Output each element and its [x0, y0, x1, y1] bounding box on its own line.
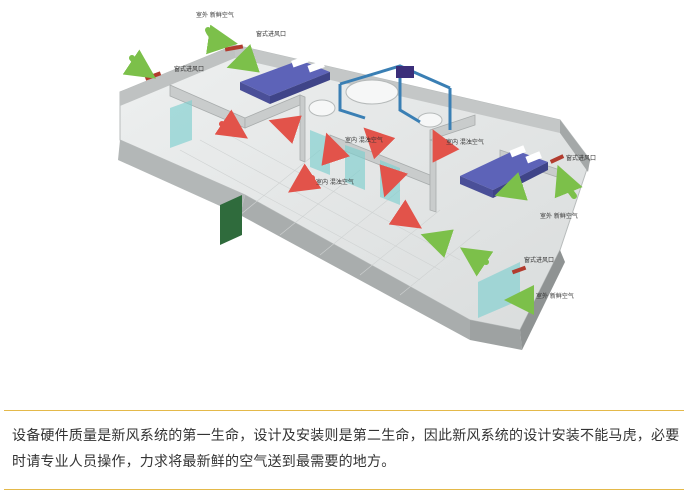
stale-arrow-8	[388, 199, 422, 229]
label-outdoor-top: 室外 新鲜空气	[196, 11, 234, 19]
stale-arrow-3	[321, 132, 350, 166]
label-indoor-lower: 室内 混浊空气	[316, 178, 354, 186]
floor-tiles	[179, 129, 481, 296]
bed-left	[240, 55, 330, 104]
fresh-arrow-left	[122, 49, 156, 79]
label-inlet-bottom: 窗式进风口	[524, 256, 554, 264]
fresh-arrow-entry	[460, 247, 494, 277]
fresh-arrow-top	[205, 24, 238, 55]
fresh-arrow-right	[554, 164, 583, 199]
label-indoor-center-1: 室内 混浊空气	[345, 136, 383, 144]
stale-arrow-2	[268, 115, 302, 144]
label-inlet-right: 窗式进风口	[566, 154, 596, 162]
stale-arrow-4	[363, 127, 396, 160]
fresh-arrow-living	[420, 229, 454, 258]
fresh-arrow-bottom	[504, 285, 535, 316]
diagram-labels: 室外 新鲜空气 窗式进风口 窗式进风口 室内 混浊空气 室内 混浊空气 室内 混…	[174, 11, 596, 300]
label-outdoor-bottom: 室外 新鲜空气	[536, 292, 574, 300]
caption-box: 设备硬件质量是新风系统的第一生命，设计及安装则是第二生命，因此新风系统的设计安装…	[4, 410, 684, 490]
fresh-arrow-bedroom-left	[226, 44, 260, 73]
fresh-air-arrows	[122, 24, 583, 316]
fan-unit	[396, 66, 414, 78]
stale-arrow-5	[432, 129, 460, 163]
label-outdoor-right: 室外 新鲜空气	[540, 212, 578, 220]
label-inlet-left: 窗式进风口	[174, 65, 204, 73]
fresh-arrow-bedroom-right	[494, 172, 528, 201]
label-indoor-center-2: 室内 混浊空气	[446, 138, 484, 146]
entry-door	[220, 195, 242, 245]
stale-air-arrows	[214, 109, 460, 229]
caption-text: 设备硬件质量是新风系统的第一生命，设计及安装则是第二生命，因此新风系统的设计安装…	[12, 428, 680, 470]
stale-arrow-7	[379, 164, 408, 198]
bathroom-fixtures	[308, 79, 443, 128]
label-inlet-top: 窗式进风口	[256, 30, 286, 38]
stale-arrow-1	[214, 109, 248, 139]
stale-arrow-6	[288, 163, 322, 193]
fresh-air-system-diagram: 室外 新鲜空气 窗式进风口 窗式进风口 室内 混浊空气 室内 混浊空气 室内 混…	[118, 11, 596, 350]
